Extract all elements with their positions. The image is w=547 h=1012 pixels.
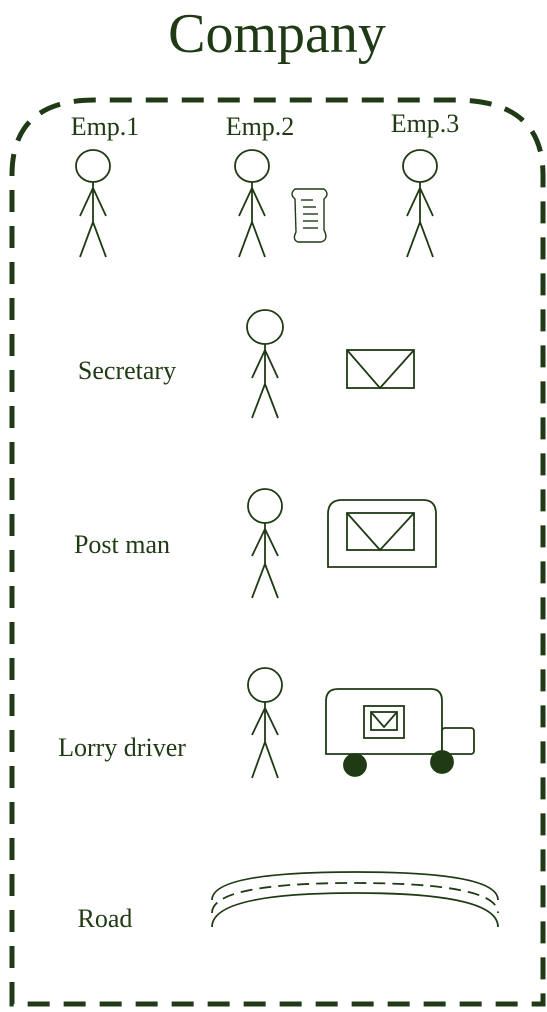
employee-label-3: Emp.3 bbox=[391, 109, 460, 138]
road-label: Road bbox=[78, 904, 133, 933]
postman-figure-icon bbox=[247, 488, 283, 599]
secretary-figure-icon bbox=[246, 309, 284, 419]
lorry-driver-label: Lorry driver bbox=[58, 733, 186, 762]
lorry-driver-figure-icon bbox=[247, 667, 283, 779]
company-boundary bbox=[9, 97, 546, 1007]
postman-label: Post man bbox=[74, 530, 170, 559]
mail-truck-icon bbox=[325, 688, 475, 777]
secretary-label: Secretary bbox=[78, 356, 176, 385]
employee-1-figure-icon bbox=[75, 149, 111, 258]
envelope-icon bbox=[346, 349, 415, 390]
document-icon bbox=[291, 188, 328, 243]
employee-2-figure-icon bbox=[234, 149, 270, 258]
employee-label-2: Emp.2 bbox=[226, 112, 295, 141]
mailbag-icon bbox=[327, 499, 437, 568]
page-title: Company bbox=[168, 3, 386, 65]
road-icon bbox=[211, 871, 499, 928]
employee-label-1: Emp.1 bbox=[71, 112, 140, 141]
employee-3-figure-icon bbox=[402, 149, 438, 258]
